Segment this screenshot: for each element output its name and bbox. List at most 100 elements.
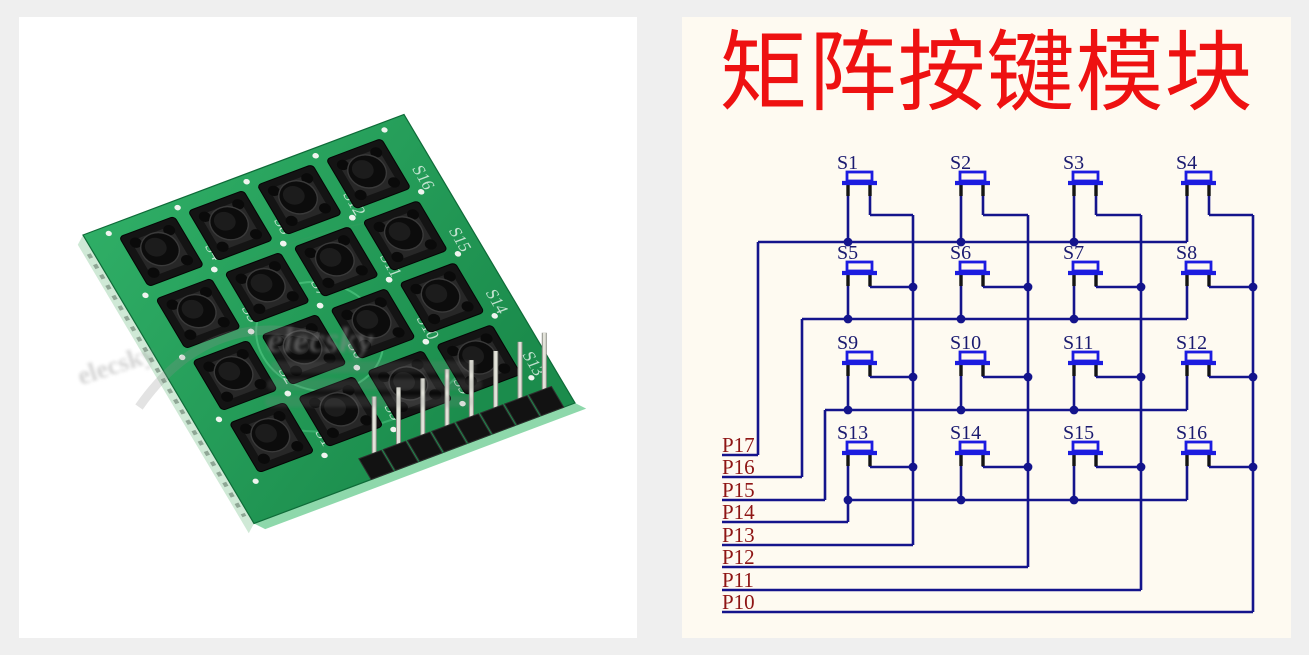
switch-corner-pip (391, 251, 404, 263)
switch-corner-pip (291, 441, 304, 452)
solder-pad (321, 452, 328, 459)
switch-corner-pip (180, 254, 193, 266)
switch-label-S6: S6 (950, 242, 971, 264)
switch-cap-highlight (287, 335, 310, 355)
switch-corner-pip (373, 221, 386, 233)
switch-corner-pip (198, 211, 211, 222)
switch-label-S3: S3 (1063, 152, 1084, 174)
switch-cap-highlight (250, 273, 273, 293)
switch-corner-pip (235, 273, 248, 284)
watermark-line (265, 396, 473, 407)
solder-pad (381, 127, 388, 133)
pcb-side-face (254, 403, 587, 530)
junction-dot (908, 282, 918, 292)
switch-cap (1184, 260, 1213, 273)
switch-corner-pip (447, 345, 460, 357)
switch-corner-pip (267, 185, 280, 197)
switch-corner-pip (354, 189, 367, 201)
junction-dot (843, 405, 853, 415)
switch-corner-pip (388, 177, 401, 188)
header-pin (343, 397, 406, 462)
switch-corner-pip (236, 349, 249, 360)
header-base (529, 386, 564, 415)
switch-corner-pip (498, 363, 511, 374)
watermark-line (271, 361, 476, 373)
switch-corner-pip (184, 329, 197, 340)
tact-switch: S1 (215, 385, 344, 485)
header-base (505, 396, 540, 425)
header-pin (513, 333, 576, 398)
tact-switch: S10 (316, 271, 445, 371)
solder-pad (248, 328, 255, 335)
switch-cap (958, 170, 987, 183)
switch-label-S2: S2 (950, 152, 971, 174)
switch-corner-pip (257, 453, 270, 464)
junction-dot (1069, 495, 1079, 505)
switch-corner-pip (428, 313, 441, 325)
junction-dot (843, 314, 853, 324)
switch-corner-pip (370, 147, 383, 158)
tact-switch: S3 (141, 261, 270, 361)
switch-corner-pip (273, 411, 286, 422)
tact-switch: S12 (243, 147, 372, 247)
switch-corner-pip (443, 271, 456, 282)
tact-switch: S15 (348, 183, 477, 283)
switch-label-S14: S14 (950, 422, 981, 444)
tact-switch: S14 (385, 245, 514, 345)
switch-corner-pip (268, 261, 281, 272)
switch-cap (1071, 350, 1100, 363)
module-title: 矩阵按键模块 (719, 26, 1254, 123)
junction-dot (1248, 372, 1258, 382)
switch-corner-pip (337, 235, 351, 246)
switch-corner-pip (286, 291, 299, 302)
switch-corner-pip (480, 333, 493, 344)
switch-corner-pip (410, 283, 423, 295)
switch-cap-highlight (282, 185, 305, 205)
junction-dot (1023, 462, 1033, 472)
switch-cap (1184, 440, 1213, 453)
solder-pad (386, 277, 393, 283)
header-base (407, 432, 442, 461)
switch-corner-pip (147, 267, 160, 278)
switch-corner-pip (250, 229, 263, 240)
switch-corner-pip (272, 335, 285, 346)
junction-dot (1069, 314, 1079, 324)
switch-corner-pip (163, 224, 176, 236)
switch-label-S12: S12 (1176, 332, 1207, 354)
switch-cap-highlight (213, 211, 236, 231)
switch-corner-pip (199, 287, 212, 298)
switch-corner-pip (336, 159, 349, 171)
switch-corner-pip (360, 415, 373, 426)
solder-pad (312, 153, 319, 159)
switch-cap (1071, 260, 1100, 273)
pin-label-P14: P14 (722, 500, 755, 524)
watermark-text: elecsky (267, 320, 374, 360)
switch-cap (1184, 350, 1213, 363)
junction-dot (1136, 372, 1146, 382)
switch-cap-highlight (425, 284, 448, 303)
switch-corner-pip (341, 309, 354, 321)
watermark-text-side: elecsky (74, 339, 158, 391)
switch-cap-highlight (356, 310, 379, 329)
switch-corner-pip (301, 173, 314, 184)
junction-dot (956, 237, 966, 247)
solder-pad (174, 204, 181, 211)
pin-label-P13: P13 (722, 523, 755, 547)
solder-pad (349, 215, 356, 221)
switch-corner-pip (221, 391, 234, 402)
switch-corner-pip (374, 297, 387, 308)
junction-dot (1248, 462, 1258, 472)
switch-label-S4: S4 (1176, 152, 1197, 174)
pin-label-P12: P12 (722, 545, 755, 569)
switch-label-S8: S8 (1176, 242, 1197, 264)
switch-cap-highlight (319, 248, 342, 267)
junction-dot (1023, 372, 1033, 382)
pin-label-P11: P11 (722, 568, 754, 592)
header-pin (464, 351, 527, 416)
switch-corner-pip (355, 265, 368, 276)
solder-pad (418, 189, 425, 195)
solder-pad (211, 266, 218, 273)
